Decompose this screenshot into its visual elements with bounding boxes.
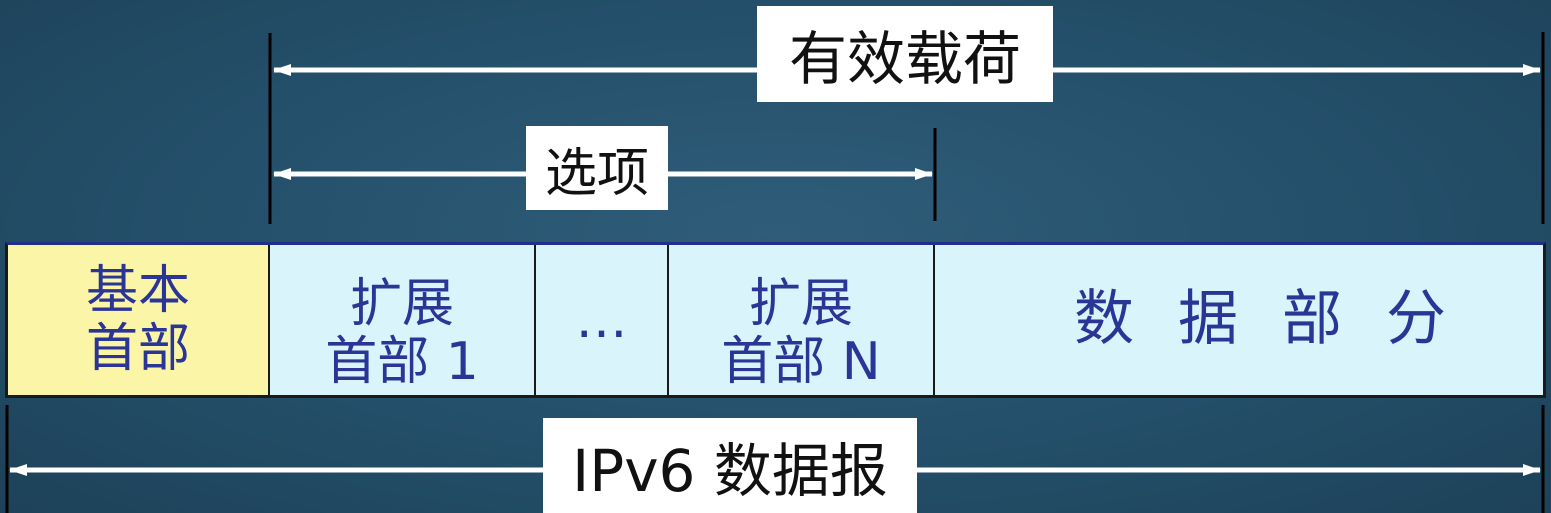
extension-header-1-cell: 扩展 首部 1 <box>270 245 536 395</box>
data-part-cell: 数据部分 <box>935 245 1543 395</box>
data-part-text: 数据部分 <box>1074 284 1490 355</box>
ellipsis-cell: … <box>536 245 669 395</box>
extension-header-n-line2: 首部 N <box>721 332 881 392</box>
payload-label: 有效载荷 <box>757 6 1053 102</box>
extension-header-n-cell: 扩展 首部 N <box>669 245 935 395</box>
base-header-line1: 基本 <box>85 260 190 321</box>
options-label: 选项 <box>526 126 668 210</box>
base-header-line2: 首部 <box>85 319 190 379</box>
extension-header-1-line2: 首部 1 <box>325 332 479 392</box>
ellipsis-text: … <box>575 289 628 350</box>
packet-row: 基本 首部 扩展 首部 1 … 扩展 首部 N 数据部分 <box>5 242 1546 398</box>
datagram-label: IPv6 数据报 <box>543 418 917 513</box>
base-header-cell: 基本 首部 <box>8 245 270 395</box>
extension-header-n-line1: 扩展 <box>748 273 853 334</box>
extension-header-1-line1: 扩展 <box>349 273 454 334</box>
